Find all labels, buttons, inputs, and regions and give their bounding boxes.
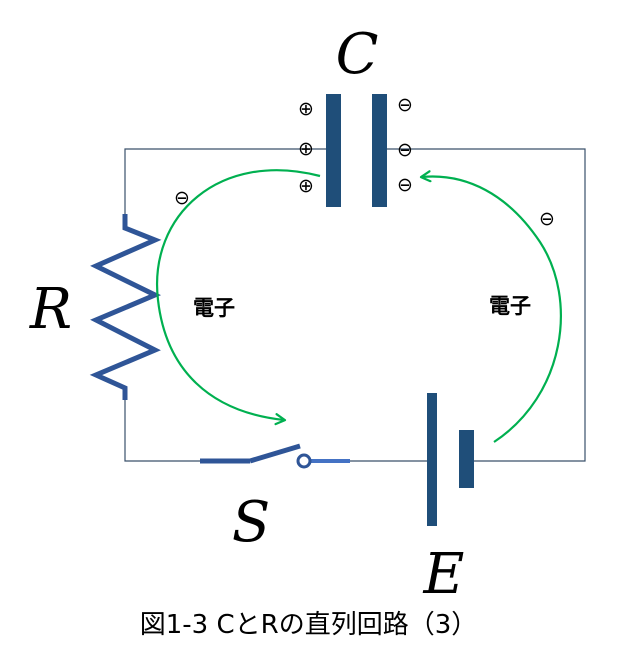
rc-circuit-diagram: C R S E ⊕ ⊕ ⊕ ⊖ ⊖ ⊖ ⊖ ⊖ 電子 電子 (29, 22, 586, 600)
capacitor-positive-charges: ⊕ ⊕ ⊕ (298, 98, 314, 197)
right-electron-arrow (422, 177, 562, 443)
resistor-zigzag (89, 214, 162, 400)
battery (427, 393, 474, 526)
wire-top-right (386, 148, 586, 462)
electron-label-left: 電子 (193, 296, 235, 320)
switch (200, 443, 350, 469)
battery-long-plate (427, 393, 437, 526)
battery-label: E (423, 542, 465, 600)
switch-label: S (232, 490, 270, 555)
capacitor-negative-charges: ⊖ ⊖ ⊖ (397, 94, 413, 196)
capacitor-label: C (336, 22, 379, 87)
positive-charge: ⊕ (298, 138, 314, 160)
figure-caption: 図1-3 CとRの直列回路（3） (139, 610, 478, 640)
negative-charge: ⊖ (397, 174, 413, 196)
capacitor-plate-left (326, 94, 341, 207)
wire-top-left (124, 148, 328, 214)
switch-blade (249, 443, 301, 464)
capacitor-plate-right (372, 94, 387, 207)
electron-charge-left: ⊖ (174, 187, 190, 209)
negative-charge: ⊖ (397, 94, 413, 116)
battery-short-plate (459, 430, 474, 488)
positive-charge: ⊕ (298, 98, 314, 120)
circuit-wires (124, 148, 586, 462)
resistor-label: R (29, 277, 72, 342)
resistor (89, 214, 162, 400)
left-electron-arrow (155, 169, 321, 420)
capacitor (326, 94, 387, 207)
switch-pivot (296, 453, 312, 469)
wire-bottom-left (124, 400, 200, 462)
electron-label-right: 電子 (489, 294, 531, 318)
electron-flow (155, 169, 562, 443)
electron-charge-right: ⊖ (539, 208, 555, 230)
negative-charge: ⊖ (397, 139, 413, 161)
positive-charge: ⊕ (298, 175, 314, 197)
